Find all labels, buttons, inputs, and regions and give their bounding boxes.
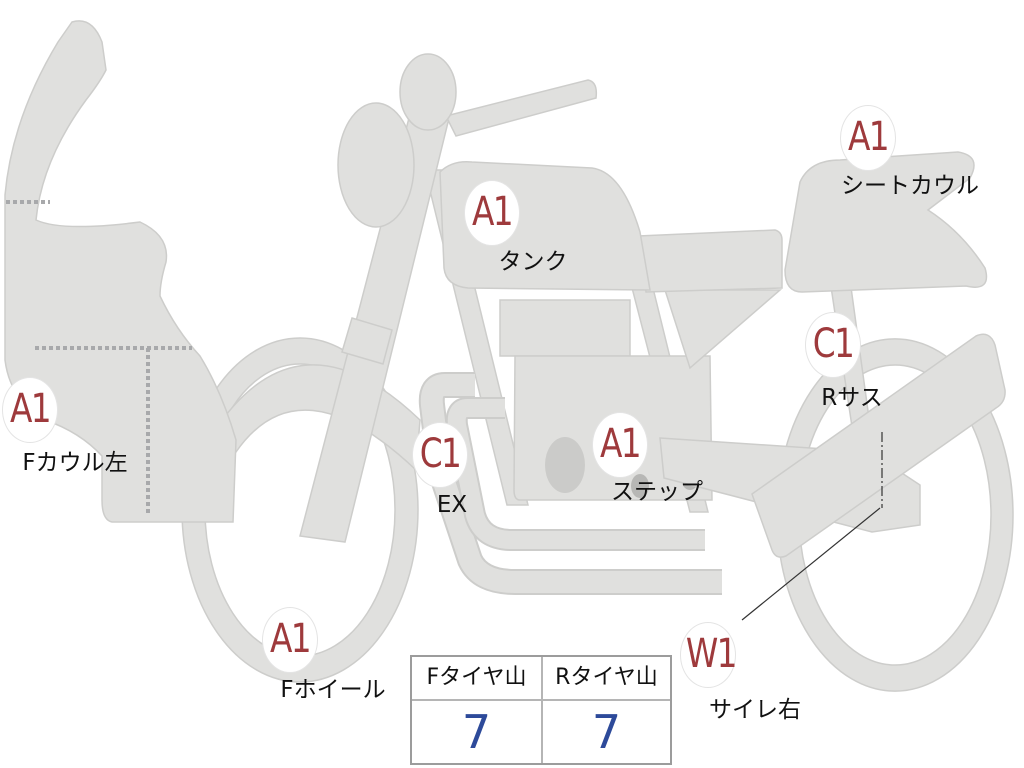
part-label-front-cowl-left: Fカウル左 — [22, 450, 128, 476]
step-peg-left — [631, 474, 649, 498]
grade-marker-muffler-right: W1 — [680, 622, 738, 688]
grade-code: A1 — [847, 114, 890, 160]
seat — [637, 229, 783, 293]
grade-marker-seat-cowl: A1 — [840, 105, 896, 171]
part-label-muffler-right: サイレ右 — [709, 697, 801, 723]
part-label-seat-cowl: シートカウル — [841, 173, 979, 199]
grade-marker-rear-suspension: C1 — [805, 312, 861, 378]
part-label-exhaust: EX — [436, 492, 468, 518]
grade-marker-front-cowl-left: A1 — [2, 377, 58, 443]
part-label-step: ステップ — [611, 479, 703, 505]
rear-tire-value: 7 — [541, 701, 670, 763]
grade-code: C1 — [419, 431, 462, 477]
grade-marker-tank: A1 — [464, 180, 520, 246]
exhaust-pipe-inner — [447, 399, 705, 549]
grade-code: W1 — [685, 631, 738, 677]
rear-tire-header: Rタイヤ山 — [541, 657, 670, 701]
grade-code: C1 — [812, 321, 855, 367]
part-label-front-wheel: Fホイール — [280, 677, 386, 703]
engine-cover — [545, 437, 585, 493]
fork-slider-band — [341, 317, 393, 365]
grade-code: A1 — [599, 421, 642, 467]
mirror — [399, 53, 457, 131]
grade-marker-step: A1 — [592, 412, 648, 478]
handlebar — [444, 79, 598, 137]
grade-code: A1 — [269, 616, 312, 662]
tire-tread-table: Fタイヤ山 Rタイヤ山 7 7 — [410, 655, 672, 765]
engine-head — [499, 299, 631, 357]
front-tire-header: Fタイヤ山 — [412, 657, 541, 701]
grade-code: A1 — [9, 386, 52, 432]
grade-marker-front-wheel: A1 — [262, 607, 318, 673]
headlight — [337, 102, 415, 228]
front-tire-value: 7 — [461, 705, 492, 759]
front-wheel — [181, 337, 419, 683]
part-label-rear-suspension: Rサス — [821, 385, 883, 411]
grade-marker-exhaust: C1 — [412, 422, 468, 488]
grade-code: A1 — [471, 189, 514, 235]
muffler-leader-line — [741, 507, 881, 621]
muffler — [751, 333, 1006, 558]
part-label-tank: タンク — [498, 249, 568, 275]
seat-cowl — [784, 151, 988, 293]
